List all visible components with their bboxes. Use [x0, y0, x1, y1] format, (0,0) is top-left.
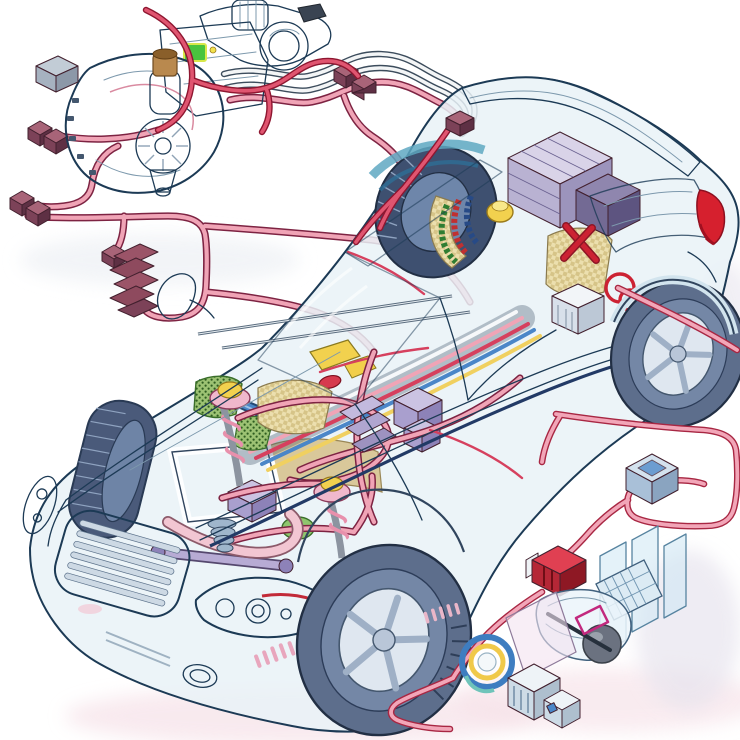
cabin-contents [150, 131, 664, 574]
b-pillar [439, 297, 469, 401]
right-wiring-harness [391, 288, 737, 729]
instrument-modules [507, 663, 581, 729]
rear-wheel-arch-liner [368, 139, 486, 180]
rocker-panels [339, 395, 397, 453]
pink-dash-marks [423, 602, 461, 624]
door-cut [354, 329, 557, 521]
ribbed-pulley-disc [135, 118, 191, 197]
engine-block [159, 21, 269, 117]
amplifier-box [551, 283, 605, 335]
harness-connector [445, 110, 475, 137]
far-headlamp [22, 475, 58, 535]
bumper-blush [78, 604, 102, 614]
seat-cushion [257, 379, 333, 435]
far-front-wheel [68, 399, 158, 539]
intake-ribbed-cylinder [231, 0, 269, 31]
transmission-housing [64, 52, 225, 194]
hood-lines [57, 367, 263, 513]
sill-cable [209, 360, 629, 548]
inline-module-red [525, 545, 587, 597]
seat-cushion [429, 195, 467, 269]
rear-harness-arcs [438, 194, 480, 265]
air-cleaner-dome [259, 21, 309, 71]
rear-wheel [609, 275, 740, 429]
roof-panel [461, 76, 701, 177]
intake-cap [297, 3, 327, 23]
heater-core-panel [505, 591, 577, 679]
air-intake-duct [199, 3, 332, 67]
floor-wire-bundle [237, 305, 542, 472]
side-glass-band [344, 159, 503, 267]
left-wiring-harness [9, 120, 470, 352]
car-body-shell [22, 76, 740, 737]
engine-transmission-assembly [35, 0, 358, 197]
fog-lamp [182, 664, 218, 688]
rear-red-frame [560, 222, 600, 264]
inline-module-blue [625, 453, 679, 505]
bolt-studs [67, 98, 96, 175]
front-fascia [22, 475, 331, 688]
coolant-reservoir [149, 48, 181, 115]
door-mirror [156, 273, 215, 320]
wheel-arch [296, 488, 466, 563]
hose-coil [459, 634, 515, 694]
wiper-linkage-rods [197, 294, 471, 350]
front-grille [53, 509, 191, 618]
engine-bay-harness [162, 352, 374, 559]
harness-connector [9, 120, 127, 269]
roof-harness [356, 110, 475, 242]
hvac-blower-assembly [459, 525, 687, 729]
relay-zigzag-stack [109, 243, 159, 318]
magenta-wire-loop [574, 604, 610, 636]
bumper-vent [105, 631, 171, 667]
sill-lines [195, 343, 625, 541]
accessory-stack [35, 55, 79, 93]
